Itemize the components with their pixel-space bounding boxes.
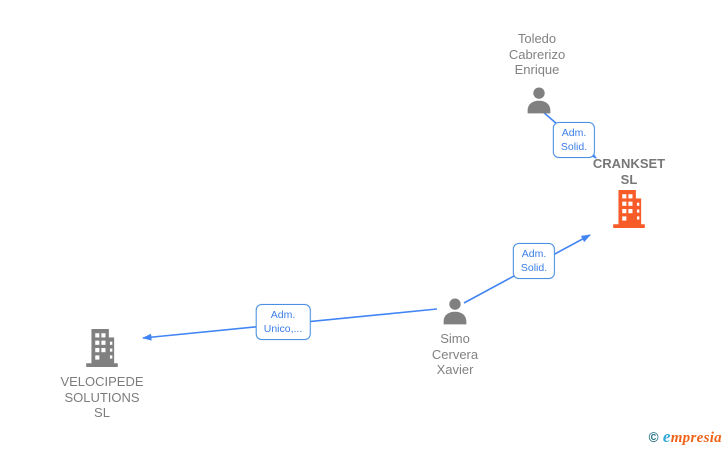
node-label-velocipede-solutions-sl[interactable]: VELOCIPEDE SOLUTIONS SL	[60, 374, 144, 420]
empresia-logo-text: mpresia	[670, 430, 722, 446]
edge-label-adm-solid-1[interactable]: Adm. Solid.	[552, 122, 596, 158]
person-icon[interactable]	[524, 85, 555, 121]
company-building-icon-orange[interactable]	[612, 190, 646, 233]
edge-label-adm-unico[interactable]: Adm. Unico,...	[255, 304, 311, 340]
empresia-logo-e: e	[662, 427, 671, 446]
company-building-icon-gray[interactable]	[85, 329, 119, 372]
empresia-watermark: ©empresia	[649, 427, 722, 447]
node-label-simo-cervera-xavier[interactable]: Simo Cervera Xavier	[431, 331, 479, 377]
person-icon[interactable]	[440, 296, 471, 332]
node-label-crankset-sl[interactable]: CRANKSET SL	[592, 156, 666, 187]
edge-label-adm-solid-2[interactable]: Adm. Solid.	[512, 243, 556, 279]
copyright-icon: ©	[648, 430, 659, 445]
node-label-toledo-cabrerizo-enrique[interactable]: Toledo Cabrerizo Enrique	[508, 31, 566, 77]
